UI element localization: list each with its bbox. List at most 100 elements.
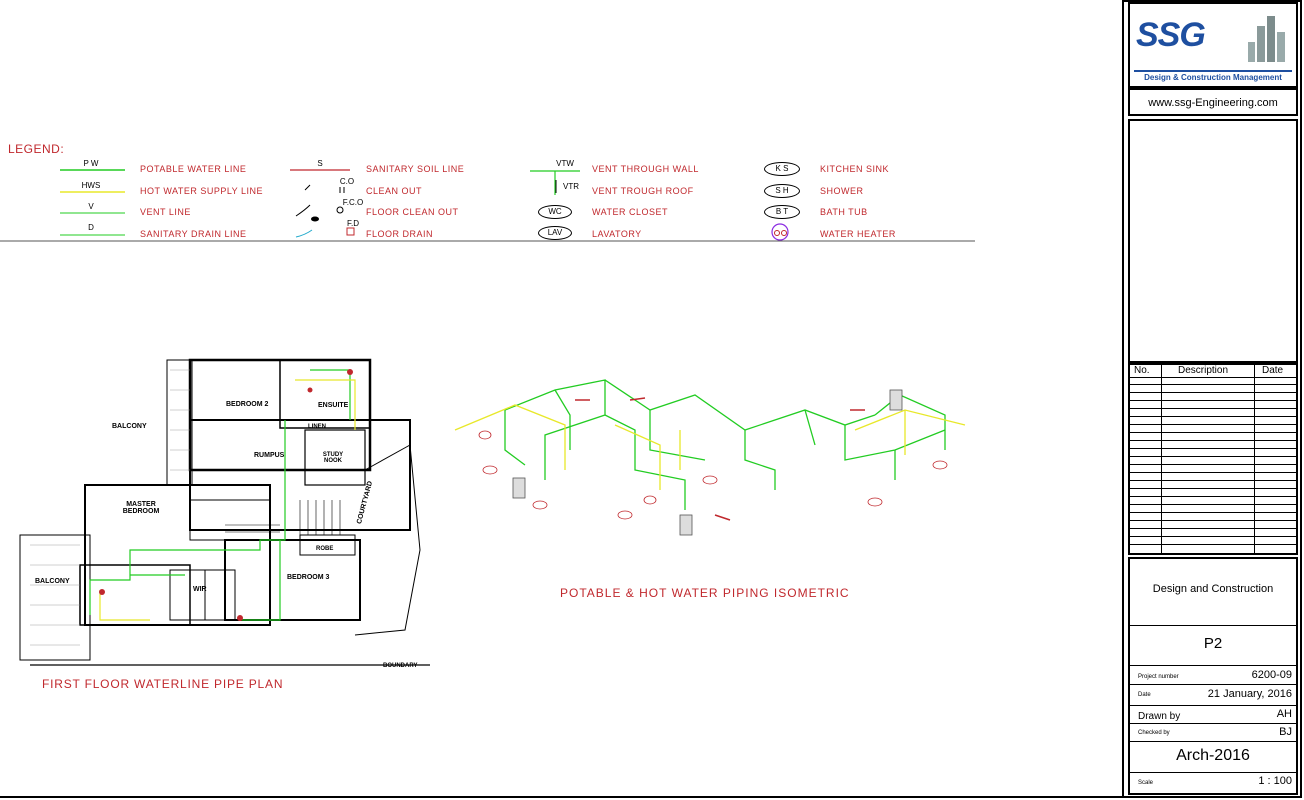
rev-row-line (1130, 384, 1296, 385)
legend-symbols (0, 169, 975, 242)
checked-by-label: Checked by (1138, 730, 1170, 736)
room-ensuite: ENSUITE (318, 402, 349, 409)
legend-label-d: SANITARY DRAIN LINE (140, 229, 247, 239)
company-logo: SSG (1136, 16, 1206, 54)
room-rumpus: RUMPUS (254, 452, 285, 459)
rev-row-line (1130, 536, 1296, 537)
info-divider (1130, 625, 1296, 626)
sheet-number: P2 (1203, 635, 1223, 652)
rev-row-line (1130, 504, 1296, 505)
website-box: www.ssg-Engineering.com (1128, 88, 1298, 116)
plan-title: FIRST FLOOR WATERLINE PIPE PLAN (42, 677, 284, 691)
legend-label-sh: SHOWER (820, 186, 864, 196)
checked-by-value: BJ (1279, 726, 1292, 738)
rev-row-line (1130, 496, 1296, 497)
legend-label-lav: LAVATORY (592, 229, 642, 239)
rev-row-line (1130, 432, 1296, 433)
scale-label: Scale (1138, 780, 1154, 786)
drawn-by-value: AH (1276, 708, 1292, 720)
project-info-box (1128, 557, 1298, 795)
revision-table: No. Description Date (1128, 363, 1298, 555)
date-value: 21 January, 2016 (1207, 688, 1292, 700)
rev-row-line (1130, 456, 1296, 457)
room-robe: ROBE (316, 546, 334, 552)
rev-row-line (1130, 392, 1296, 393)
rev-header-no: No. (1134, 365, 1150, 376)
notes-box (1128, 119, 1298, 363)
legend-code-fd: F.D (347, 219, 359, 228)
info-divider (1130, 741, 1296, 742)
project-number-label: Project number (1138, 674, 1179, 680)
rev-row-line (1130, 472, 1296, 473)
rev-row-line (1130, 528, 1296, 529)
legend-label-ks: KITCHEN SINK (820, 164, 890, 174)
project-number: 6200-09 (1251, 669, 1292, 681)
boundary-label: BOUNDARY (383, 663, 418, 669)
rev-row-line (1130, 464, 1296, 465)
rev-row-line (1130, 520, 1296, 521)
legend-label-fco: FLOOR CLEAN OUT (366, 207, 459, 217)
rev-row-line (1130, 448, 1296, 449)
room-study: STUDY NOOK (322, 452, 344, 464)
legend-code-vtw: VTW (556, 159, 574, 168)
rev-row-line (1130, 488, 1296, 489)
title-block (1122, 0, 1302, 798)
legend-label-v: VENT LINE (140, 207, 191, 217)
legend-label-pw: POTABLE WATER LINE (140, 164, 247, 174)
legend-label-bt: BATH TUB (820, 207, 868, 217)
legend-code-d: D (88, 223, 94, 232)
logo-tagline: Design & Construction Management (1134, 70, 1292, 82)
legend-label-vtw: VENT THROUGH WALL (592, 164, 699, 174)
info-divider (1130, 723, 1296, 724)
rev-row-line (1130, 424, 1296, 425)
legend-code-co: C.O (339, 177, 355, 186)
legend-code-pw: P W (83, 159, 99, 168)
rev-header-date: Date (1262, 365, 1284, 376)
info-divider (1130, 705, 1296, 706)
rev-header-description: Description (1178, 365, 1229, 376)
rev-row-line (1130, 400, 1296, 401)
scale-value: 1 : 100 (1258, 775, 1292, 787)
legend-code-v: V (88, 202, 94, 211)
legend-label-fd: FLOOR DRAIN (366, 229, 434, 239)
legend-label-hws: HOT WATER SUPPLY LINE (140, 186, 264, 196)
logo-box: SSG Design & Construction Management (1128, 2, 1298, 88)
isometric-title: POTABLE & HOT WATER PIPING ISOMETRIC (560, 586, 850, 600)
rev-divider-2 (1254, 365, 1255, 553)
rev-row-line (1130, 416, 1296, 417)
company-name: Design and Construction (1152, 583, 1274, 595)
legend-code-hws: HWS (81, 181, 101, 190)
room-bedroom3: BEDROOM 3 (287, 574, 330, 581)
rev-row-line (1130, 512, 1296, 513)
rev-row-line (1130, 544, 1296, 545)
info-divider (1130, 665, 1296, 666)
room-bedroom2: BEDROOM 2 (226, 401, 269, 408)
info-divider (1130, 772, 1296, 773)
rev-divider-1 (1161, 365, 1162, 553)
legend-label-s: SANITARY SOIL LINE (366, 164, 465, 174)
rev-row-line (1130, 377, 1296, 378)
legend-code-s: S (317, 159, 323, 168)
legend-code-vtr: VTR (563, 182, 579, 191)
legend-code-fco: F.C.O (342, 198, 364, 207)
room-linen: LINEN (308, 424, 326, 430)
floor-plan-drawing (19, 358, 430, 666)
rev-row-line (1130, 480, 1296, 481)
sheet-bottom-border (0, 796, 1122, 798)
info-divider (1130, 684, 1296, 685)
legend-code-bt: B T (764, 205, 800, 219)
room-balcony-bottom: BALCONY (35, 578, 70, 585)
legend-title: LEGEND: (8, 142, 65, 156)
legend-code-lav: LAV (538, 226, 572, 240)
website-link[interactable]: www.ssg-Engineering.com (1148, 97, 1278, 109)
legend-label-vtr: VENT TROUGH ROOF (592, 186, 694, 196)
isometric-drawing (454, 379, 966, 536)
legend-label-wc: WATER CLOSET (592, 207, 669, 217)
drawing-reference: Arch-2016 (1176, 747, 1250, 764)
legend-label-co: CLEAN OUT (366, 186, 423, 196)
legend-code-ks: K S (764, 162, 800, 176)
rev-row-line (1130, 440, 1296, 441)
legend-code-sh: S H (764, 184, 800, 198)
room-master: MASTER BEDROOM (122, 501, 160, 515)
